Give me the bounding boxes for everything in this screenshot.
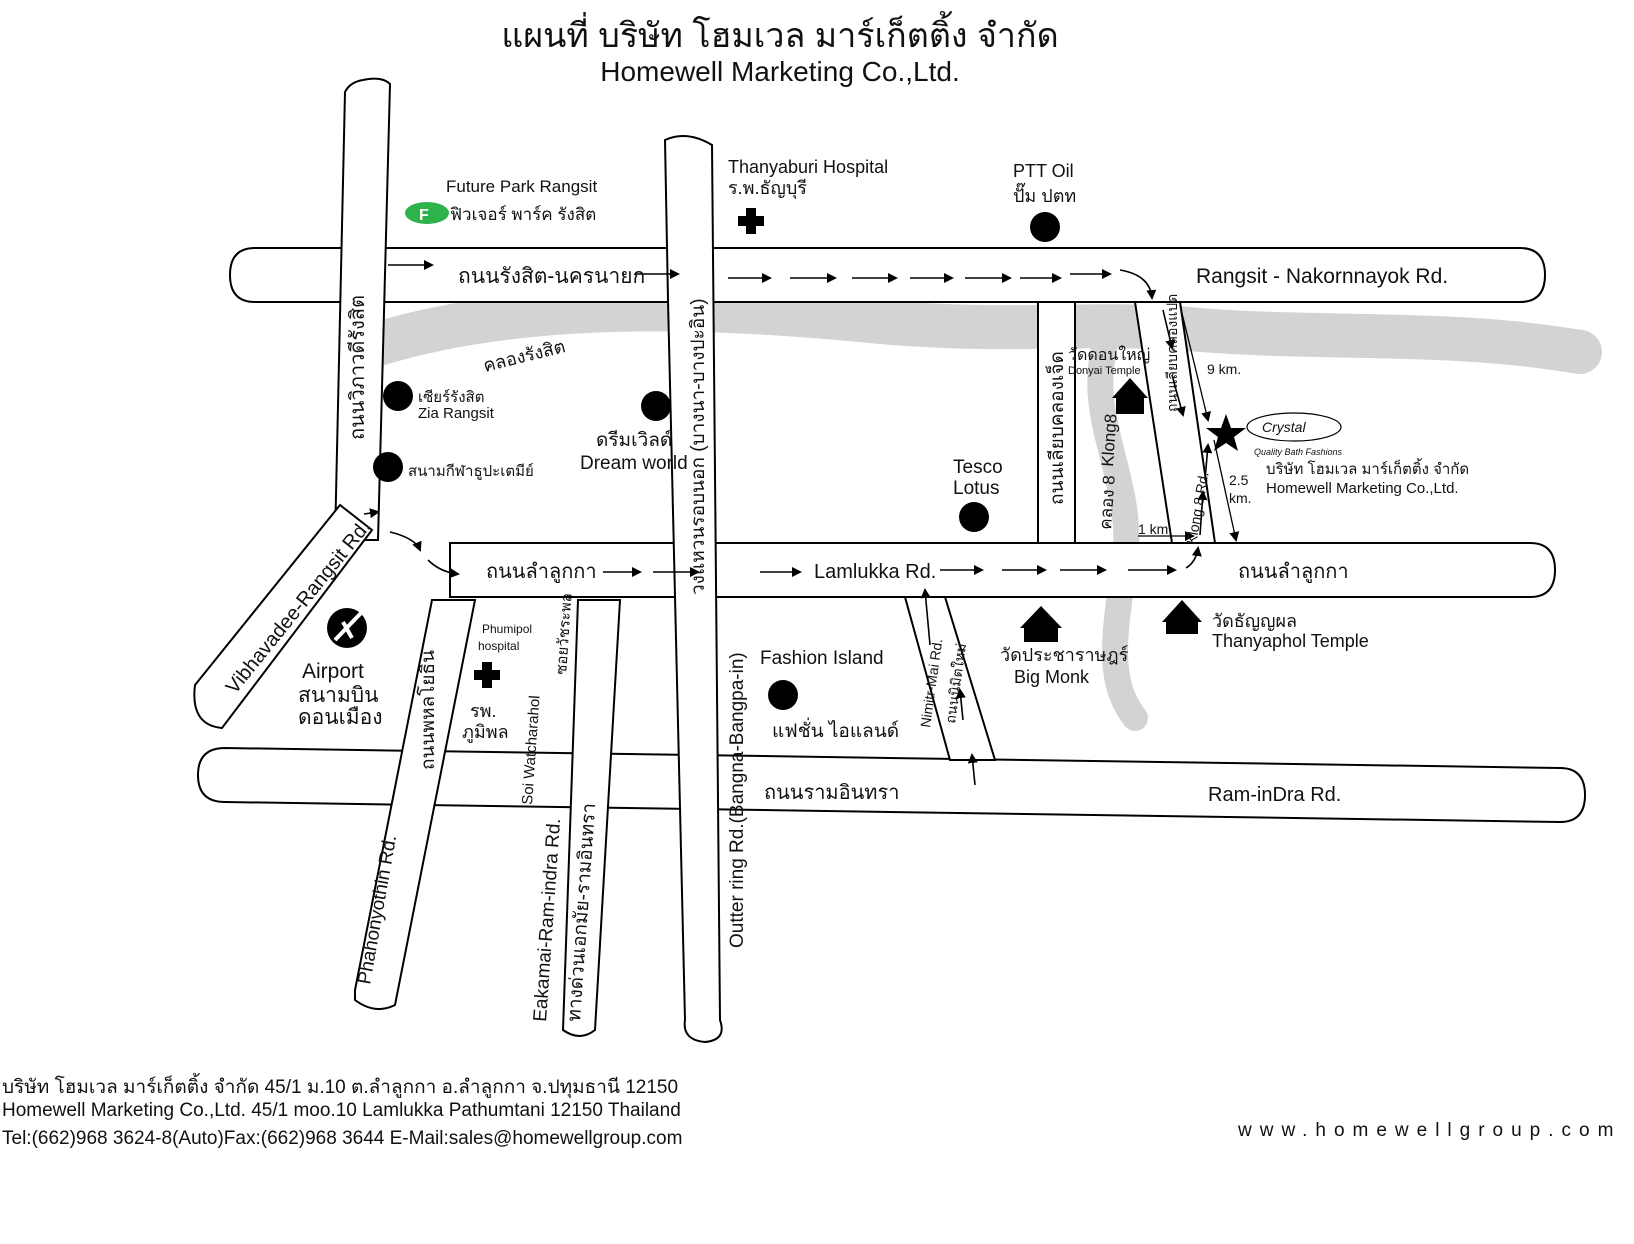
crystal-logo: Crystal (1246, 412, 1342, 442)
dreamworld-thai-label: ดรีมเวิลด์ (596, 429, 672, 451)
road-ramindra (196, 746, 1587, 824)
footer-contact: Tel:(662)968 3624-8(Auto)Fax:(662)968 36… (2, 1128, 683, 1149)
company-name-thai: บริษัท โฮมเวล มาร์เก็ตติ้ง จำกัด (1266, 458, 1469, 478)
dreamworld-en-label: Dream world (580, 453, 688, 474)
distance-1km-label: 1 km. (1138, 521, 1172, 537)
stadium-marker-icon (373, 452, 403, 482)
temple-icon (1020, 606, 1062, 642)
road-klong8-thai-label: ถนนเลียบคลองแปด (1164, 294, 1180, 412)
road-rangsit-nakornnayok-en-label: Rangsit - Nakornnayok Rd. (1196, 265, 1448, 288)
klong8-en-label: Klong8 (1098, 413, 1121, 467)
ptt-thai-label: ปั๊ม ปตท (1013, 182, 1076, 206)
road-eakamai (561, 599, 622, 1037)
company-name-en: Homewell Marketing Co.,Ltd. (1266, 480, 1459, 497)
map-title-english: Homewell Marketing Co.,Ltd. (600, 56, 960, 87)
road-klong8 (1133, 301, 1217, 544)
thanyaphol-thai-label: วัดธัญญผล (1212, 611, 1297, 631)
ptt-marker-icon (1030, 212, 1060, 242)
dreamworld-marker-icon (641, 391, 671, 421)
phumipol-hospital-cross-icon (474, 662, 500, 688)
road-outer-ring-en-label: Outter ring Rd.(Bangna-Bangpa-in) (727, 652, 748, 948)
road-klong7 (1037, 301, 1076, 544)
road-phahonyothin-thai-label: ถนนพหลโยธิน (416, 650, 439, 770)
road-phahonyothin (354, 599, 477, 1010)
road-soi-watcharahol-thai-label: ซอยวัชระพล (553, 593, 576, 676)
road-lamlukka-thai-right-label: ถนนลำลูกกา (1238, 561, 1349, 584)
klong-rangsit-label: คลองรังสิต (481, 336, 567, 376)
zia-marker-icon (383, 381, 413, 411)
road-vibhavadee-thai-label: ถนนวิภาวดีรังสิต (347, 295, 369, 440)
klong-rangsit-canal (353, 287, 1602, 374)
road-rangsit-nakornnayok-thai-label: ถนนรังสิต-นครนายก (458, 265, 645, 288)
map-title-thai: แผนที่ บริษัท โฮมเวล มาร์เก็ตติ้ง จำกัด (501, 17, 1059, 55)
hospital-cross-icon (738, 208, 764, 234)
road-ramindra-thai-label: ถนนรามอินทรา (764, 782, 899, 804)
distance-9km-label: 9 km. (1207, 361, 1241, 377)
tesco-label-line2: Lotus (953, 478, 999, 499)
phumipol-thai-label-1: รพ. (470, 701, 497, 721)
ptt-en-label: PTT Oil (1013, 161, 1074, 181)
thanyaburi-en-label: Thanyaburi Hospital (728, 157, 888, 177)
fashion-thai-label: แฟชั่น ไอแลนด์ (772, 717, 899, 742)
future-park-thai-label: ฟิวเจอร์ พาร์ค รังสิต (450, 205, 596, 224)
airport-en-label: Airport (302, 660, 364, 683)
temple-icon (1112, 378, 1148, 414)
airport-thai-label-1: สนามบิน (298, 684, 379, 707)
future-park-en-label: Future Park Rangsit (446, 177, 597, 196)
direction-arrows (363, 260, 1213, 786)
tesco-marker-icon (959, 502, 989, 532)
road-network (193, 77, 1587, 1044)
footer-address-en: Homewell Marketing Co.,Ltd. 45/1 moo.10 … (2, 1100, 681, 1121)
distance-25km-label-2: km. (1229, 490, 1252, 506)
thanyaphol-en-label: Thanyaphol Temple (1212, 631, 1369, 651)
distance-25km-label-1: 2.5 (1229, 472, 1249, 488)
svg-text:Crystal: Crystal (1262, 419, 1306, 435)
road-rangsit-nakornnayok (228, 247, 1547, 303)
phumipol-thai-label-2: ภูมิพล (462, 722, 509, 743)
stadium-thai-label: สนามกีฬาธูปะเตมีย์ (408, 463, 534, 480)
bigmonk-en-label: Big Monk (1014, 667, 1090, 687)
svg-text:F: F (419, 207, 429, 224)
bigmonk-thai-label: วัดประชาราษฎร์ (1000, 645, 1129, 665)
company-tagline: Quality Bath Fashions (1254, 447, 1343, 457)
tesco-label-line1: Tesco (953, 457, 1003, 478)
future-park-logo: F (405, 202, 449, 224)
footer-website-link[interactable]: www.homewellgroup.com (1238, 1120, 1622, 1141)
fashion-en-label: Fashion Island (760, 648, 884, 669)
road-outer-ring (663, 135, 723, 1044)
temple-icon (1162, 600, 1202, 634)
klong8-thai-label: คลอง 8 (1096, 475, 1119, 531)
road-lamlukka-thai-left-label: ถนนลำลูกกา (486, 561, 597, 584)
fashion-marker-icon (768, 680, 798, 710)
road-lamlukka-en-label: Lamlukka Rd. (814, 561, 936, 583)
footer-address-thai: บริษัท โฮมเวล มาร์เก็ตติ้ง จำกัด 45/1 ม.… (2, 1077, 679, 1098)
thanyaburi-thai-label: ร.พ.ธัญบุรี (728, 178, 807, 199)
zia-thai-label: เซียร์รังสิต (418, 389, 484, 406)
phumipol-en-label-1: Phumipol (482, 622, 532, 636)
airport-thai-label-2: ดอนเมือง (298, 706, 383, 729)
company-star-icon (1206, 414, 1246, 451)
road-klong7-thai-label: ถนนเลียบคลองเจ็ด (1044, 351, 1068, 505)
distance-markers (1138, 304, 1240, 542)
road-ramindra-en-label: Ram-inDra Rd. (1208, 784, 1341, 806)
donyai-en-label: Donyai Temple (1068, 365, 1141, 377)
road-outer-ring-thai-label: วงแหวนรอบนอก (บางนา-บางปะอิน) (688, 298, 709, 595)
phumipol-en-label-2: hospital (478, 639, 519, 653)
road-vibhavadee-diagonal (193, 503, 374, 730)
zia-en-label: Zia Rangsit (418, 405, 495, 422)
road-nimitr (903, 596, 997, 761)
road-eakamai-en-label: Eakamai-Ram-indra Rd. (530, 818, 565, 1023)
donyai-thai-label: วัดดอนใหญ่ (1068, 345, 1150, 364)
